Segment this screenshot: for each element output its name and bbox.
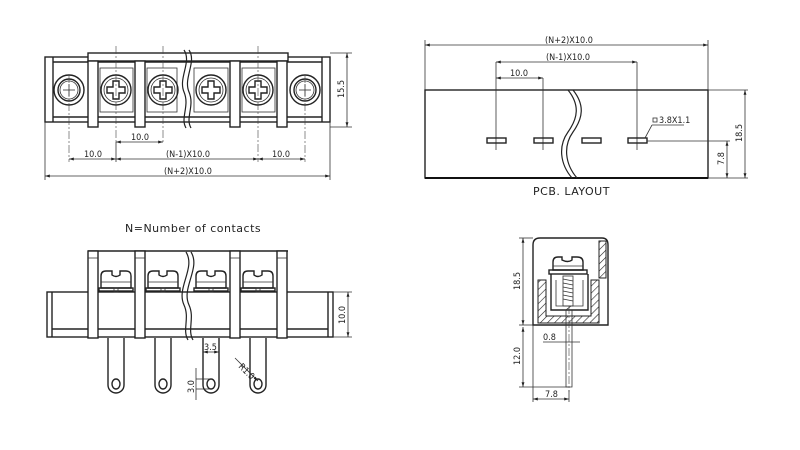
screw-icon <box>195 74 227 106</box>
solder-pins <box>107 338 267 394</box>
pcb-dim-span: (N-1)X10.0 <box>546 53 590 63</box>
contacts-note: N=Number of contacts <box>125 222 261 235</box>
side-dim-pin-thickness: 0.8 <box>543 333 556 343</box>
dim-end-left: 10.0 <box>84 150 102 160</box>
dim-end-right: 10.0 <box>272 150 290 160</box>
screw-heads <box>100 74 274 106</box>
pcb-layout-label: PCB. LAYOUT <box>533 185 610 198</box>
break-line <box>181 251 190 341</box>
terminal-cells <box>99 67 276 113</box>
slot-icon <box>581 137 602 144</box>
dim-middle: (N-1)X10.0 <box>166 150 210 160</box>
front-dim-radius: R1.0 <box>236 362 256 382</box>
front-dim-hole-height: 3.0 <box>187 380 197 393</box>
front-dim-pin-width: 3.5 <box>204 343 217 353</box>
pcb-slots <box>486 137 648 144</box>
front-screws <box>98 270 276 293</box>
top-view: 10.0 10.0 (N-1)X10.0 10.0 (N+2)X10.0 15.… <box>44 46 352 180</box>
pcb-dim-overall: (N+2)X10.0 <box>545 36 593 46</box>
pcb-dim-pitch: 10.0 <box>510 69 528 79</box>
barrier-walls <box>87 60 288 128</box>
hatched-cup <box>537 279 600 324</box>
break-line <box>561 89 577 179</box>
pcb-dim-height: 18.5 <box>735 124 745 142</box>
hatched-wall <box>598 240 607 279</box>
break-line <box>181 49 188 129</box>
front-view: N=Number of contacts <box>46 222 352 400</box>
screw-icon <box>98 270 134 293</box>
dim-height: 15.5 <box>337 80 347 98</box>
slot-icon <box>533 137 554 144</box>
screw-icon <box>145 270 181 293</box>
clamp <box>550 274 589 311</box>
screw-icon <box>548 256 588 275</box>
front-view-body <box>46 291 334 338</box>
screw-icon <box>240 270 276 293</box>
pcb-dim-offset: 7.8 <box>717 152 727 165</box>
side-dim-height: 18.5 <box>513 272 523 290</box>
front-barriers <box>87 250 288 339</box>
front-dim-body-height: 10.0 <box>338 306 348 324</box>
slot-icon <box>627 137 648 144</box>
screw-thread <box>562 275 574 307</box>
pcb-dim-slot: 3.8X1.1 <box>659 116 690 126</box>
top-view-plate <box>87 52 289 62</box>
screw-icon <box>193 270 229 293</box>
side-dim-offset: 7.8 <box>545 390 558 400</box>
side-view-body <box>532 237 609 326</box>
side-dim-pin-length: 12.0 <box>513 347 523 365</box>
pcb-layout-view: (N+2)X10.0 (N-1)X10.0 10.0 3.8X1.1 7.8 1… <box>424 36 748 198</box>
dim-pitch-inner: 10.0 <box>131 133 149 143</box>
side-view: 18.5 12.0 0.8 7.8 <box>513 237 609 402</box>
dim-overall: (N+2)X10.0 <box>164 167 212 177</box>
slot-icon <box>486 137 507 144</box>
